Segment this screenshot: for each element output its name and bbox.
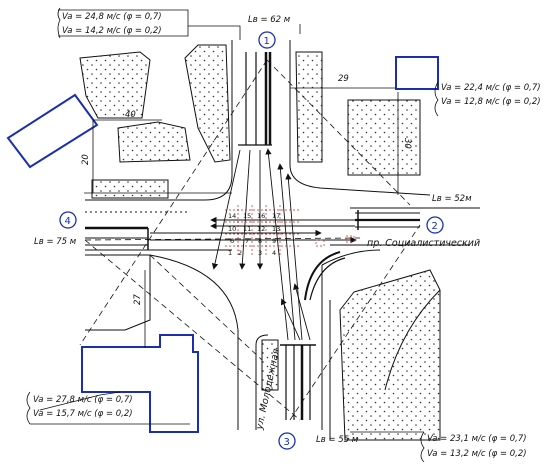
conflict-point: 9 bbox=[272, 237, 276, 245]
block-s-small bbox=[261, 339, 279, 391]
annotation-leaders bbox=[26, 7, 439, 463]
annotation-1-line2: Va = 14,2 м/с (φ = 0,2) bbox=[62, 26, 162, 36]
node-2: 2 bbox=[432, 221, 438, 232]
approach-nodes: 1 2 3 4 bbox=[59, 31, 444, 450]
conflict-point: 1 bbox=[228, 249, 232, 257]
conflict-point: 4 bbox=[272, 249, 276, 257]
node-4: 4 bbox=[65, 216, 71, 227]
dimension-20: 20 bbox=[81, 154, 91, 165]
conflict-points: 14 15 16 17 10 11 12 13 6 7 8 9 1 2 3 4 bbox=[228, 212, 280, 257]
block-n-center bbox=[184, 44, 231, 163]
conflict-point: 16 bbox=[257, 212, 265, 220]
building-nw bbox=[6, 93, 99, 169]
stop-length-south: Lв = 55 м bbox=[316, 435, 359, 445]
conflict-point: 10 bbox=[228, 225, 236, 233]
dimension-27: 27 bbox=[133, 294, 143, 305]
buildings bbox=[6, 56, 439, 433]
conflict-point: 8 bbox=[258, 237, 262, 245]
conflict-point: 6 bbox=[230, 237, 234, 245]
stop-length-north: Lв = 62 м bbox=[248, 15, 291, 25]
sight-lines bbox=[79, 59, 421, 421]
block-ne-2 bbox=[347, 99, 421, 176]
conflict-point: 15 bbox=[243, 212, 251, 220]
conflict-point: 3 bbox=[258, 249, 262, 257]
node-3: 3 bbox=[284, 437, 290, 448]
stop-lengths: Lв = 62 м Lв = 52м Lв = 75 м Lв = 55 м bbox=[34, 15, 472, 445]
conflict-point: 7 bbox=[245, 237, 249, 245]
block-se bbox=[339, 269, 441, 441]
annotation-2-line2: Va = 12,8 м/с (φ = 0,2) bbox=[441, 97, 541, 107]
annotation-4-line2: Va = 15,7 м/с (φ = 0,2) bbox=[33, 409, 133, 419]
dimension-30: 30 bbox=[402, 138, 412, 149]
avenue-name: пр. Социалистический bbox=[367, 238, 480, 249]
annotation-4-line1: Va = 27,8 м/с (φ = 0,7) bbox=[33, 395, 133, 405]
speed-annotations: Va = 24,8 м/с (φ = 0,7) Va = 14,2 м/с (φ… bbox=[33, 12, 541, 459]
conflict-point: 17 bbox=[272, 212, 280, 220]
conflict-point: 2 bbox=[238, 249, 242, 257]
annotation-2-line1: Va = 22,4 м/с (φ = 0,7) bbox=[441, 83, 541, 93]
conflict-grid bbox=[225, 205, 355, 256]
dimension-40: 40 bbox=[125, 110, 136, 120]
block-nw-1 bbox=[79, 51, 151, 119]
block-nw-3 bbox=[91, 179, 169, 199]
lane-markings bbox=[85, 52, 420, 420]
annotation-3-line2: Va = 13,2 м/с (φ = 0,2) bbox=[427, 449, 527, 459]
dimension-29: 29 bbox=[338, 74, 349, 84]
annotation-1-line1: Va = 24,8 м/с (φ = 0,7) bbox=[62, 12, 162, 22]
dimension-labels: 29 40 20 30 27 bbox=[81, 74, 412, 305]
building-sw bbox=[81, 334, 199, 433]
block-ne-1 bbox=[295, 51, 323, 163]
conflict-point: 13 bbox=[272, 225, 280, 233]
conflict-point: 14 bbox=[228, 212, 236, 220]
stop-length-east: Lв = 52м bbox=[432, 194, 472, 204]
road-edges bbox=[85, 40, 480, 440]
block-nw-2 bbox=[117, 121, 191, 163]
building-ne bbox=[395, 56, 439, 90]
dotted-areas bbox=[79, 44, 441, 441]
conflict-point: 12 bbox=[257, 225, 265, 233]
node-1: 1 bbox=[264, 36, 270, 47]
stop-length-west: Lв = 75 м bbox=[34, 237, 77, 247]
dimensions bbox=[84, 24, 399, 348]
conflict-point: 11 bbox=[243, 225, 251, 233]
annotation-3-line1: Va = 23,1 м/с (φ = 0,7) bbox=[427, 434, 527, 444]
